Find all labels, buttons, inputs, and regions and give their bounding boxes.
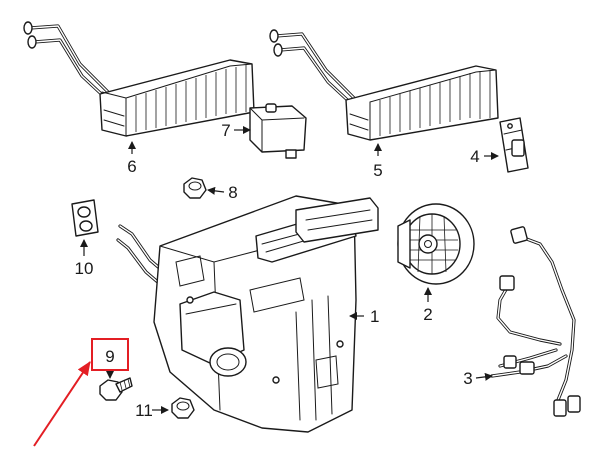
callout-9: 9 (105, 347, 114, 366)
evaporator-core (269, 29, 499, 141)
callout-8: 8 (228, 183, 237, 202)
blower-motor (397, 203, 475, 285)
callout-2: 2 (423, 305, 432, 324)
callout-11: 11 (135, 401, 153, 420)
callout-3: 3 (463, 369, 472, 388)
seal-grommet (71, 199, 99, 237)
blower-resistor (499, 117, 529, 173)
callout-4: 4 (470, 147, 479, 166)
highlight-arrow (33, 361, 91, 447)
hvac-housing (116, 195, 379, 433)
heater-core-left (23, 21, 255, 137)
nut (183, 177, 207, 199)
callout-7: 7 (221, 121, 230, 140)
callout-1: 1 (370, 307, 379, 326)
bracket-cover (249, 103, 307, 159)
callout-5: 5 (373, 161, 382, 180)
nut-lower (171, 397, 195, 419)
bolt (99, 377, 133, 401)
highlight-box (91, 338, 129, 371)
callout-6: 6 (127, 157, 136, 176)
callout-10: 10 (75, 259, 94, 278)
wiring-harness (490, 226, 581, 417)
